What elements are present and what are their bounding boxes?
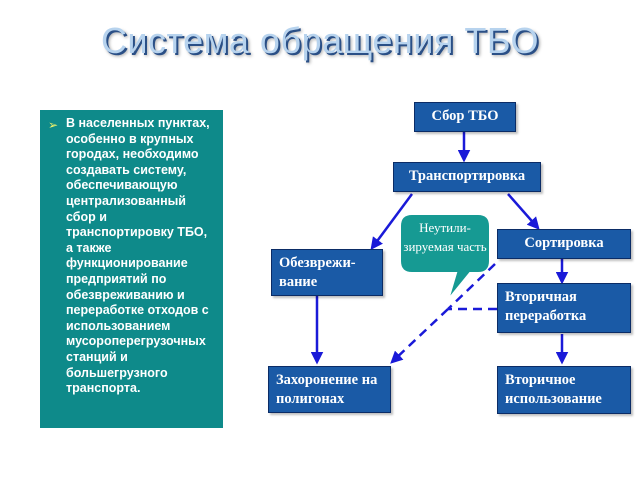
box-collection: Сбор ТБО bbox=[414, 102, 516, 132]
box-secondary-processing: Вторичная переработка bbox=[497, 283, 631, 333]
bubble-label: Неутили-зируемая часть bbox=[403, 220, 487, 254]
bullet-arrow-icon: ➢ bbox=[48, 118, 59, 132]
info-panel: ➢ В населенных пунктах, особенно в крупн… bbox=[40, 110, 223, 428]
box-sorting: Сортировка bbox=[497, 229, 631, 259]
speech-bubble bbox=[399, 213, 491, 301]
arrow-transport-to-sorting bbox=[507, 193, 540, 230]
dashed-sorting-branch bbox=[447, 263, 496, 310]
box-transport: Транспортировка bbox=[393, 162, 541, 192]
arrow-transport-to-neutralization bbox=[370, 193, 414, 251]
dashed-to-landfill bbox=[390, 308, 449, 364]
box-neutralization: Обезврежи-вание bbox=[271, 249, 383, 296]
page-title: Система обращения ТБО bbox=[100, 20, 540, 61]
info-panel-text: В населенных пунктах, особенно в крупных… bbox=[66, 116, 210, 396]
box-secondary-use: Вторичное использование bbox=[497, 366, 631, 414]
box-landfill: Захоронение на полигонах bbox=[268, 366, 391, 413]
